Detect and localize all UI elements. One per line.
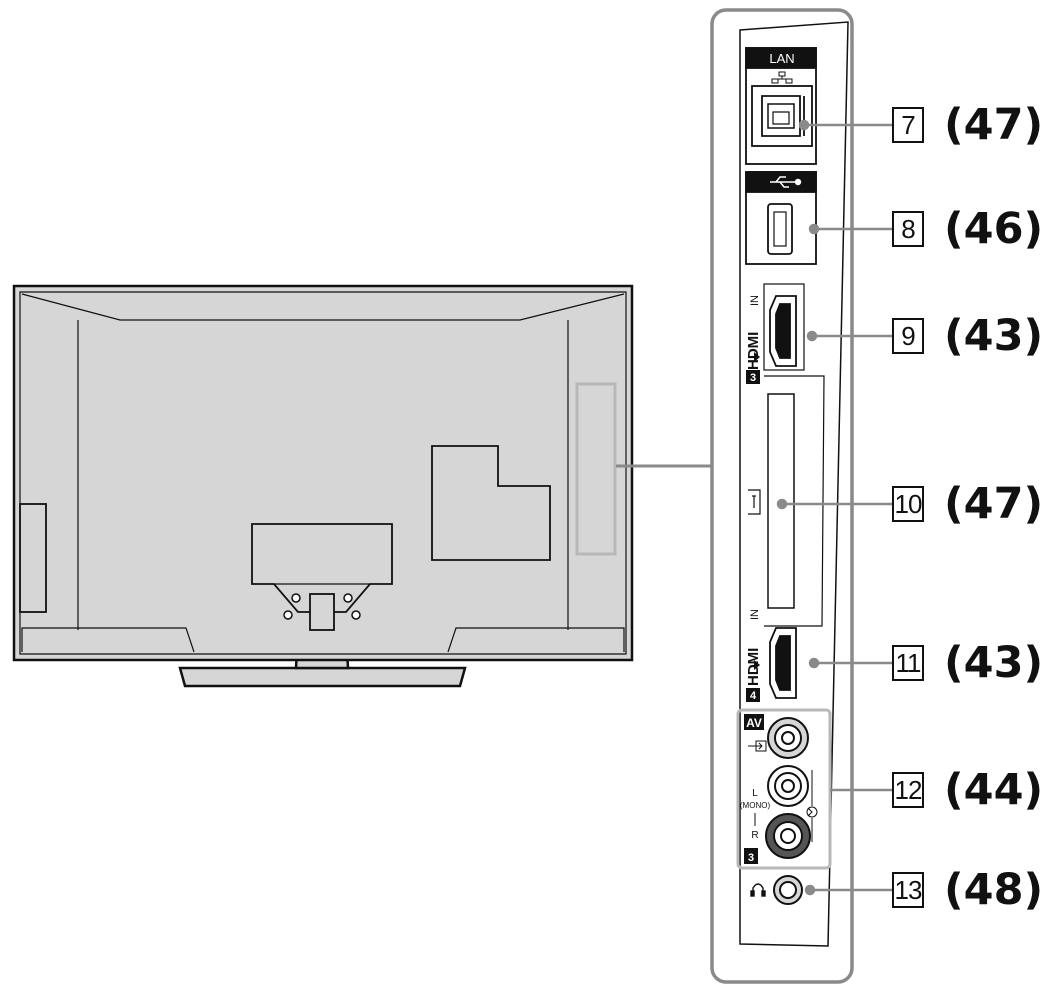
hdmi4-in: IN [749,609,761,620]
av-audio-input-icon [806,770,818,842]
av-input-icon [748,740,767,752]
side-panel-enlarged: LAN 3 [710,8,892,984]
callout-page-13: (48) [944,865,1044,915]
svg-text:4: 4 [750,690,757,702]
tv-stand-bracket [251,523,393,613]
callout-page-7: (47) [944,100,1044,150]
tv-back-shell [21,293,625,321]
hdmi3-logo: HDMI [745,332,762,370]
tv-terminal-cover [431,445,551,561]
av-audio-r-jack [765,813,811,859]
card-slot-section [764,375,825,627]
hdmi3-label: 3 HDMI IN [745,295,762,384]
audio-l-label: L [752,788,758,799]
hdmi3-section [754,283,805,371]
hdmi4-section [754,627,797,699]
hdmi3-in: IN [749,295,761,306]
audio-r-label: R [751,830,758,841]
card-slot-icon [748,489,761,515]
tv-left-side-panel [19,503,47,613]
audio-mono-label: (MONO) [740,801,771,810]
callout-number-8: 8 [892,211,924,247]
callout-number-13: 13 [892,872,924,908]
callout-page-11: (43) [944,638,1044,688]
side-terminal-highlight [575,382,617,556]
hdmi4-label: 4 HDMI IN [745,609,762,702]
av-label: AV [746,716,762,730]
callout-number-7: 7 [892,107,924,143]
usb-icon [770,176,802,188]
av-number: 3 [748,852,754,864]
headphone-jack [773,875,803,905]
callout-page-9: (43) [944,311,1044,361]
leader-lines [776,119,892,896]
tv-rear-view [12,284,634,688]
usb-section [745,171,817,265]
tv-body [12,284,634,662]
network-icon [771,71,793,84]
hdmi4-logo: HDMI [745,648,762,686]
av-section: AV [740,714,818,864]
callout-number-12: 12 [892,772,924,808]
tv-stand-base [178,666,467,688]
stand-screw-holes [283,593,361,620]
callout-number-11: 11 [892,645,924,681]
callout-page-8: (46) [944,204,1044,254]
callout-number-9: 9 [892,318,924,354]
callout-number-10: 10 [892,486,924,522]
svg-text:3: 3 [750,372,756,384]
lan-label: LAN [769,51,794,66]
headphone-icon [750,883,766,897]
headphone-section [750,875,803,905]
callout-page-10: (47) [944,479,1044,529]
callout-page-12: (44) [944,765,1044,815]
lan-section [745,47,817,165]
av-video-jack [767,717,809,759]
av-audio-l-jack [767,765,809,807]
